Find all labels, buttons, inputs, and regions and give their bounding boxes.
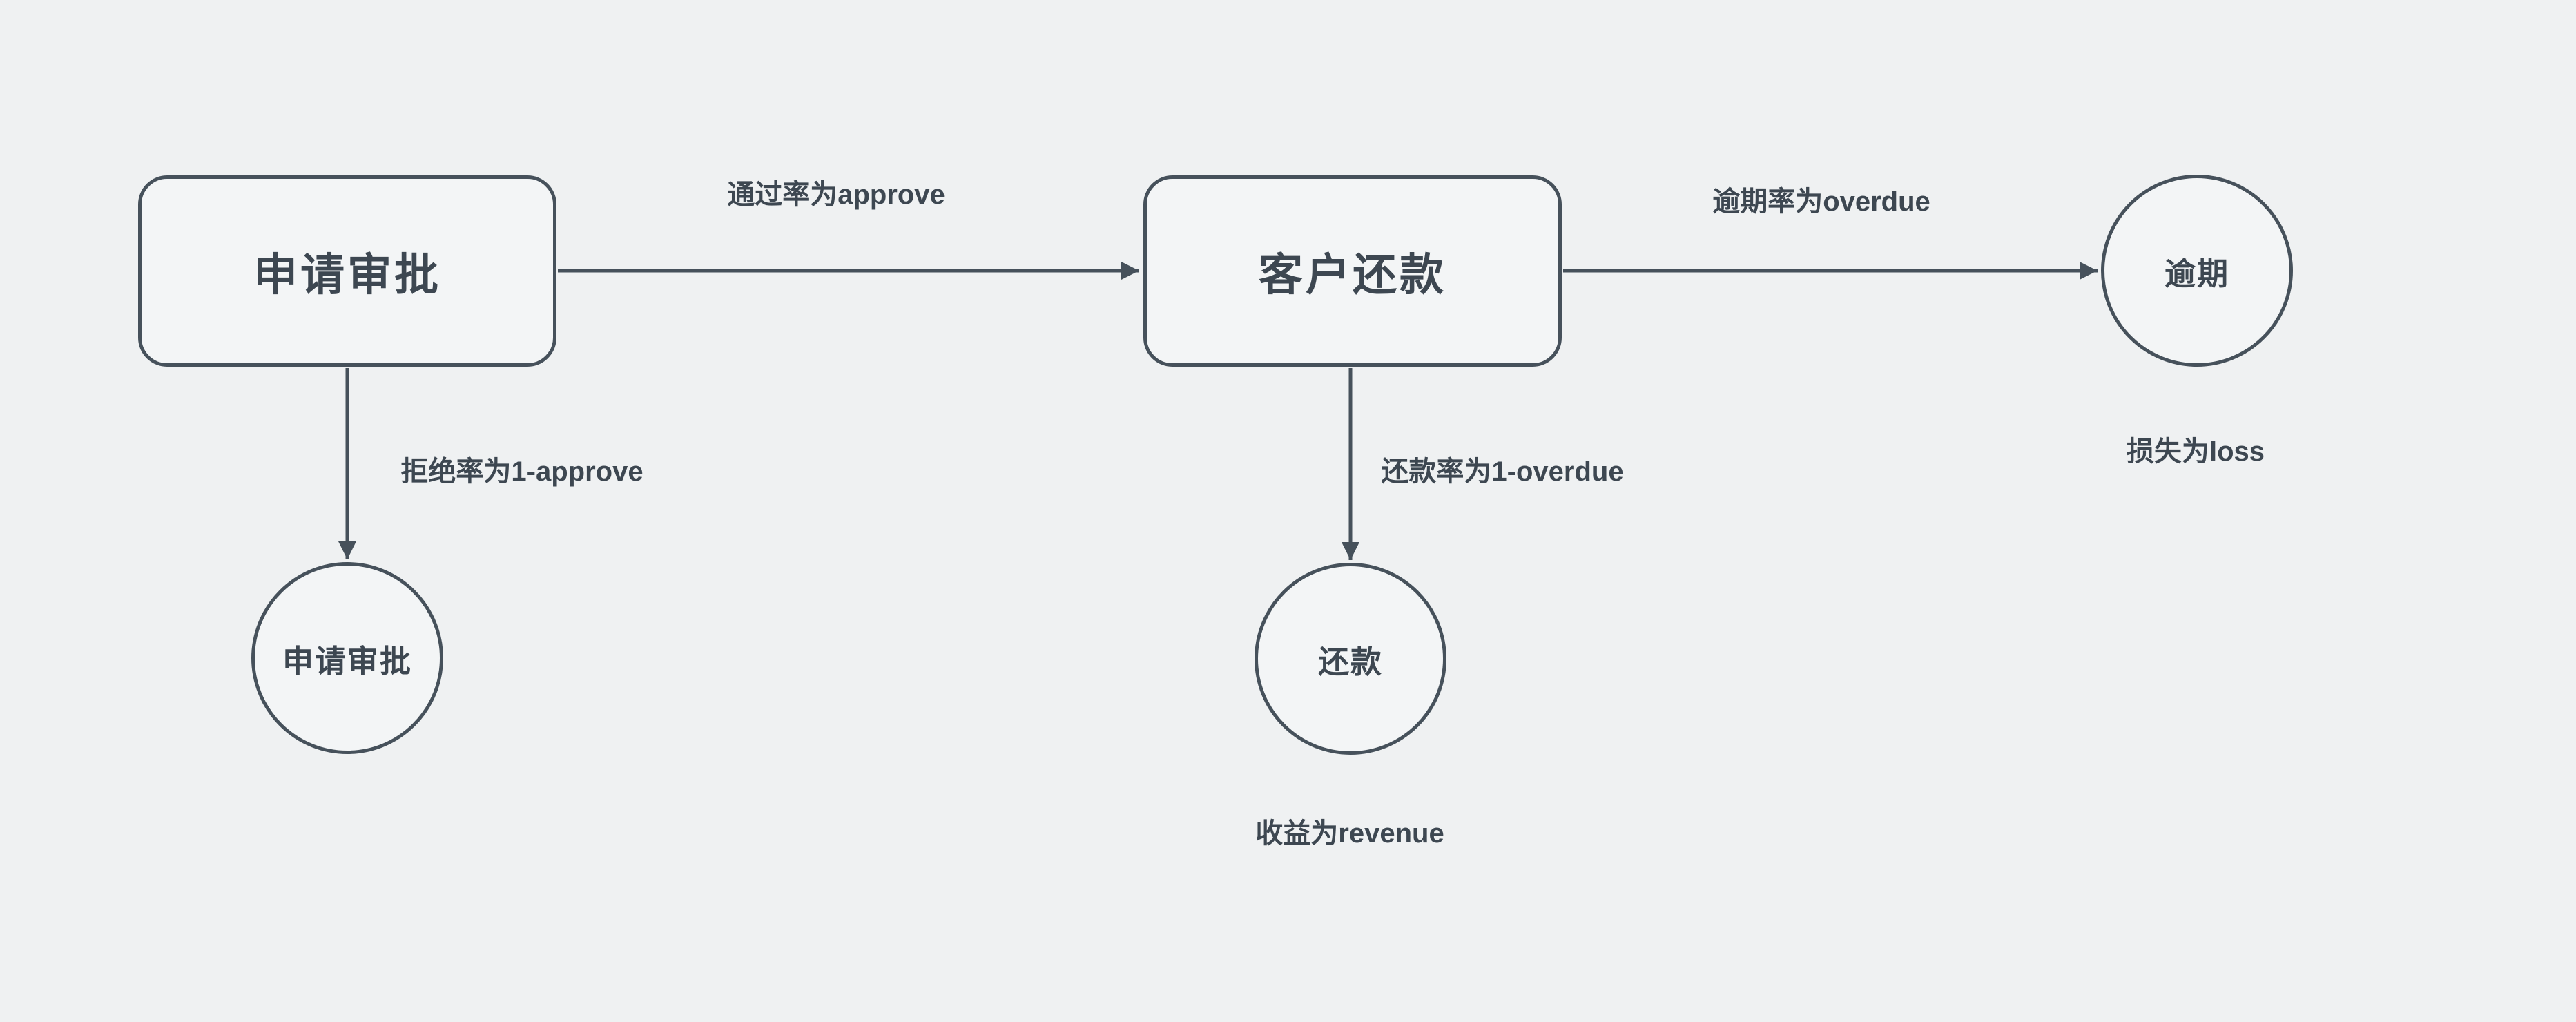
node-application-approval[interactable]: 申请审批: [138, 175, 556, 367]
node-application-approval-terminal[interactable]: 申请审批: [251, 562, 443, 754]
node-overdue-label: 逾期: [2164, 256, 2229, 291]
node-application-approval-terminal-label: 申请审批: [282, 643, 412, 679]
annotation-loss[interactable]: 损失为loss: [2126, 436, 2265, 467]
node-customer-repayment-label: 客户还款: [1259, 249, 1446, 300]
node-application-approval-label: 申请审批: [253, 249, 441, 300]
edge-label-reject-rate[interactable]: 拒绝率为1-approve: [400, 456, 643, 487]
node-repayment-terminal[interactable]: 还款: [1255, 563, 1446, 755]
node-repayment-terminal-label: 还款: [1317, 644, 1383, 679]
node-customer-repayment[interactable]: 客户还款: [1143, 175, 1562, 367]
annotation-revenue[interactable]: 收益为revenue: [1255, 818, 1444, 849]
edge-label-approve-rate[interactable]: 通过率为approve: [727, 180, 945, 210]
edge-label-repay-rate[interactable]: 还款率为1-overdue: [1381, 456, 1624, 487]
node-overdue[interactable]: 逾期: [2101, 175, 2293, 367]
edge-label-overdue-rate[interactable]: 逾期率为overdue: [1712, 186, 1930, 217]
